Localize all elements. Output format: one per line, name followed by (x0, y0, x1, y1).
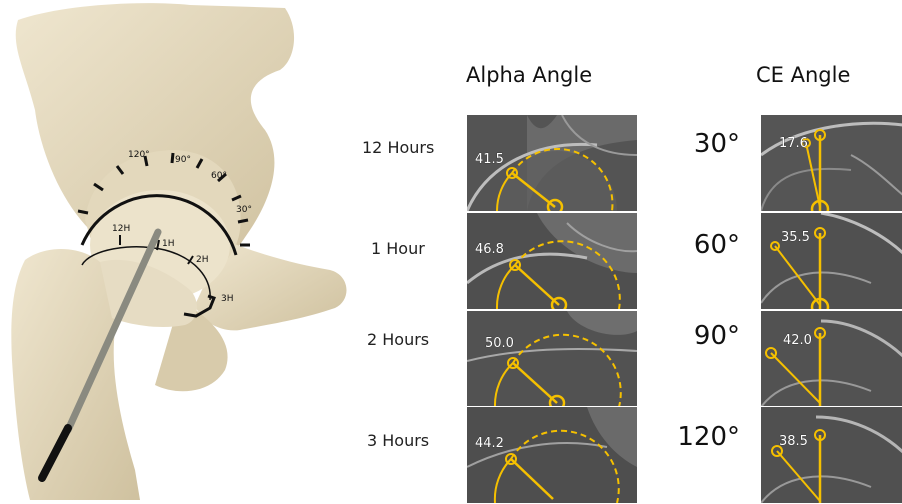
ce-ct-panel: 42.0 (760, 310, 902, 408)
row-label-1h: 1 Hour (371, 239, 425, 258)
alpha-ct-panel: 50.0 (466, 310, 638, 408)
alpha-ct-panel: 44.2 (466, 406, 638, 504)
row-label-12h: 12 Hours (362, 138, 434, 157)
ce-ct-panel: 35.5 (760, 212, 902, 310)
ce-value: 35.5 (781, 230, 810, 245)
tick-1h: 1H (162, 239, 175, 249)
alpha-value: 44.2 (475, 436, 504, 451)
tick-2h: 2H (196, 255, 209, 265)
ce-ct-panel: 17.6 (760, 114, 902, 212)
alpha-ct-panel: 41.5 (466, 114, 638, 212)
tick-3h: 3H (221, 294, 234, 304)
ce-degree-60: 60° (650, 230, 740, 260)
ce-ct-panel: 38.5 (760, 406, 902, 504)
row-label-3h: 3 Hours (367, 431, 429, 450)
tick-120: 120° (128, 150, 150, 160)
tick-12h: 12H (112, 224, 130, 234)
alpha-value: 50.0 (485, 336, 514, 351)
alpha-value: 41.5 (475, 152, 504, 167)
ce-degree-90: 90° (650, 321, 740, 351)
tick-60: 60° (211, 171, 227, 181)
row-label-2h: 2 Hours (367, 330, 429, 349)
ce-value: 42.0 (783, 333, 812, 348)
ce-degree-120: 120° (650, 422, 740, 452)
ce-value: 38.5 (779, 434, 808, 449)
alpha-angle-title: Alpha Angle (466, 63, 592, 87)
alpha-ct-panel: 46.8 (466, 212, 638, 310)
ce-value: 17.6 (779, 136, 808, 151)
ce-angle-title: CE Angle (756, 63, 850, 87)
tick-90: 90° (175, 155, 191, 165)
tick-30: 30° (236, 205, 252, 215)
hip-diagram: 120° 90° 60° 30° 12H 1H 2H 3H (0, 0, 360, 500)
alpha-value: 46.8 (475, 242, 504, 257)
ce-degree-30: 30° (650, 129, 740, 159)
